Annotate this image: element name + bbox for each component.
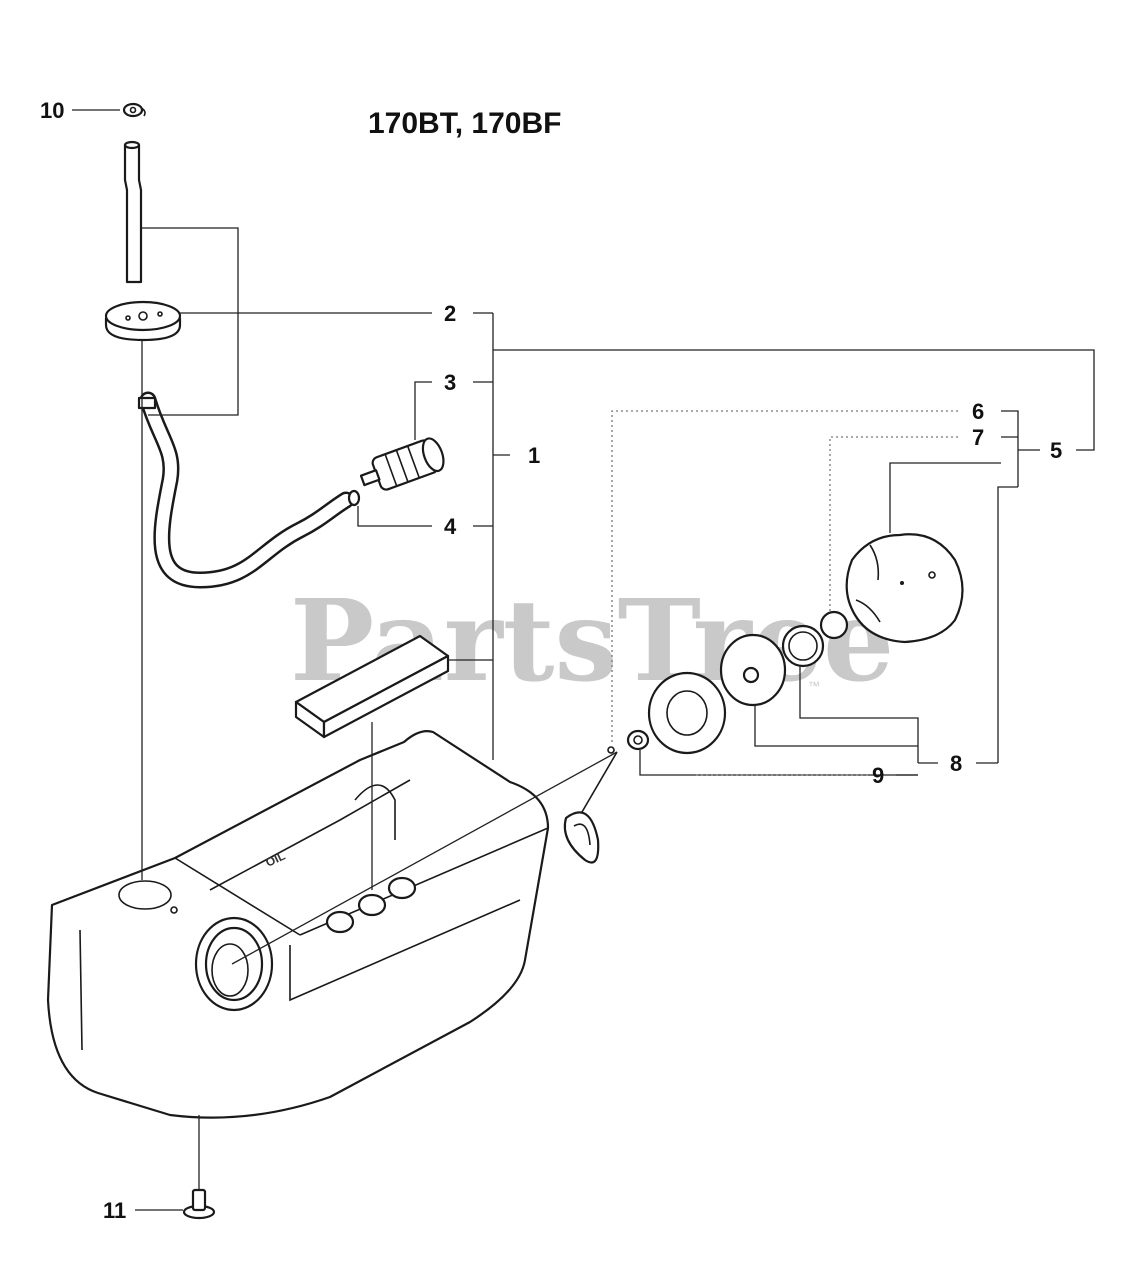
part-cap-gasket[interactable] (647, 671, 727, 755)
leader-lines (72, 109, 1095, 1211)
part-fuel-hose[interactable] (137, 391, 355, 589)
part-grommet[interactable] (104, 300, 182, 342)
part-fuel-tank[interactable]: OIL (46, 730, 550, 1119)
callout-7: 7 (972, 425, 984, 450)
diagram-title: 170BT, 170BF (368, 107, 561, 140)
callout-5: 5 (1050, 438, 1062, 463)
part-screw[interactable] (182, 1188, 216, 1220)
part-foam-block[interactable] (294, 634, 450, 739)
part-cap-washer[interactable] (626, 729, 650, 751)
callout-4: 4 (444, 514, 457, 539)
part-cap-strap[interactable] (563, 746, 618, 864)
callout-9: 9 (872, 763, 884, 788)
callout-2: 2 (444, 301, 456, 326)
watermark-trademark: ™ (808, 679, 820, 693)
part-o-ring[interactable] (347, 489, 361, 507)
part-cap-seal[interactable] (719, 633, 787, 707)
part-clip[interactable] (122, 102, 146, 118)
part-fuel-filter[interactable] (357, 436, 448, 497)
part-fuel-cap[interactable] (845, 533, 964, 644)
dotted-leaders (611, 410, 958, 776)
callout-8: 8 (950, 751, 962, 776)
part-cap-ring[interactable] (781, 624, 825, 668)
part-cap-plug[interactable] (819, 610, 849, 640)
callout-10: 10 (40, 98, 64, 123)
part-vent-pipe[interactable] (123, 140, 143, 284)
callout-11: 11 (103, 1198, 126, 1223)
callout-3: 3 (444, 370, 456, 395)
callout-6: 6 (972, 399, 984, 424)
callout-1: 1 (528, 443, 540, 468)
